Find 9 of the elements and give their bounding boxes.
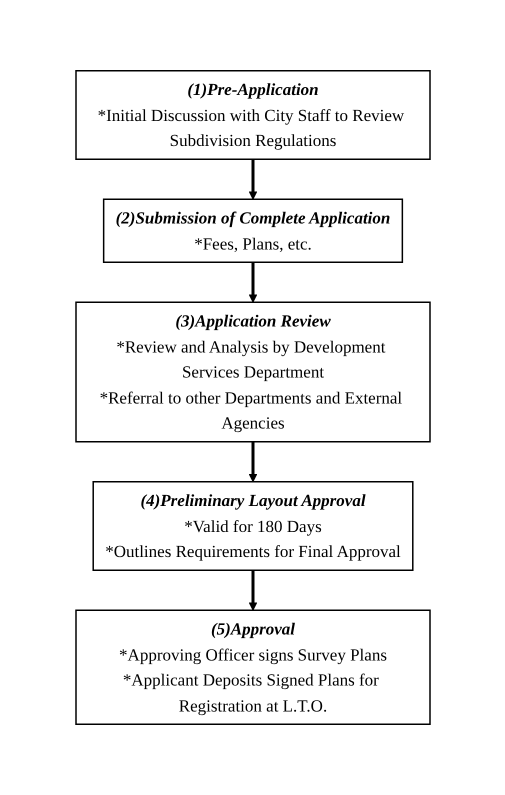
node-box: (1)Pre-Application *Initial Discussion with City Staff to Review Subdivision Regulations [74, 70, 430, 160]
node-box: (3)Application Review *Review and Analysis by Development Services Department *Referral to other Departments and External Agencies [74, 302, 430, 442]
node-box: (4)Preliminary Layout Approval *Valid for 180 Days *Outlines Requirements for Final Approval [92, 481, 414, 571]
arrow [248, 159, 257, 200]
node-box: (5)Approval *Approving Officer signs Survey Plans *Applicant Deposits Signed Plans for Registration at L.T.O. [74, 610, 430, 725]
arrow [248, 262, 257, 303]
arrow [248, 570, 257, 611]
node-box: (2)Submission of Complete Application *Fees, Plans, etc. [102, 198, 403, 263]
arrow [248, 442, 257, 482]
